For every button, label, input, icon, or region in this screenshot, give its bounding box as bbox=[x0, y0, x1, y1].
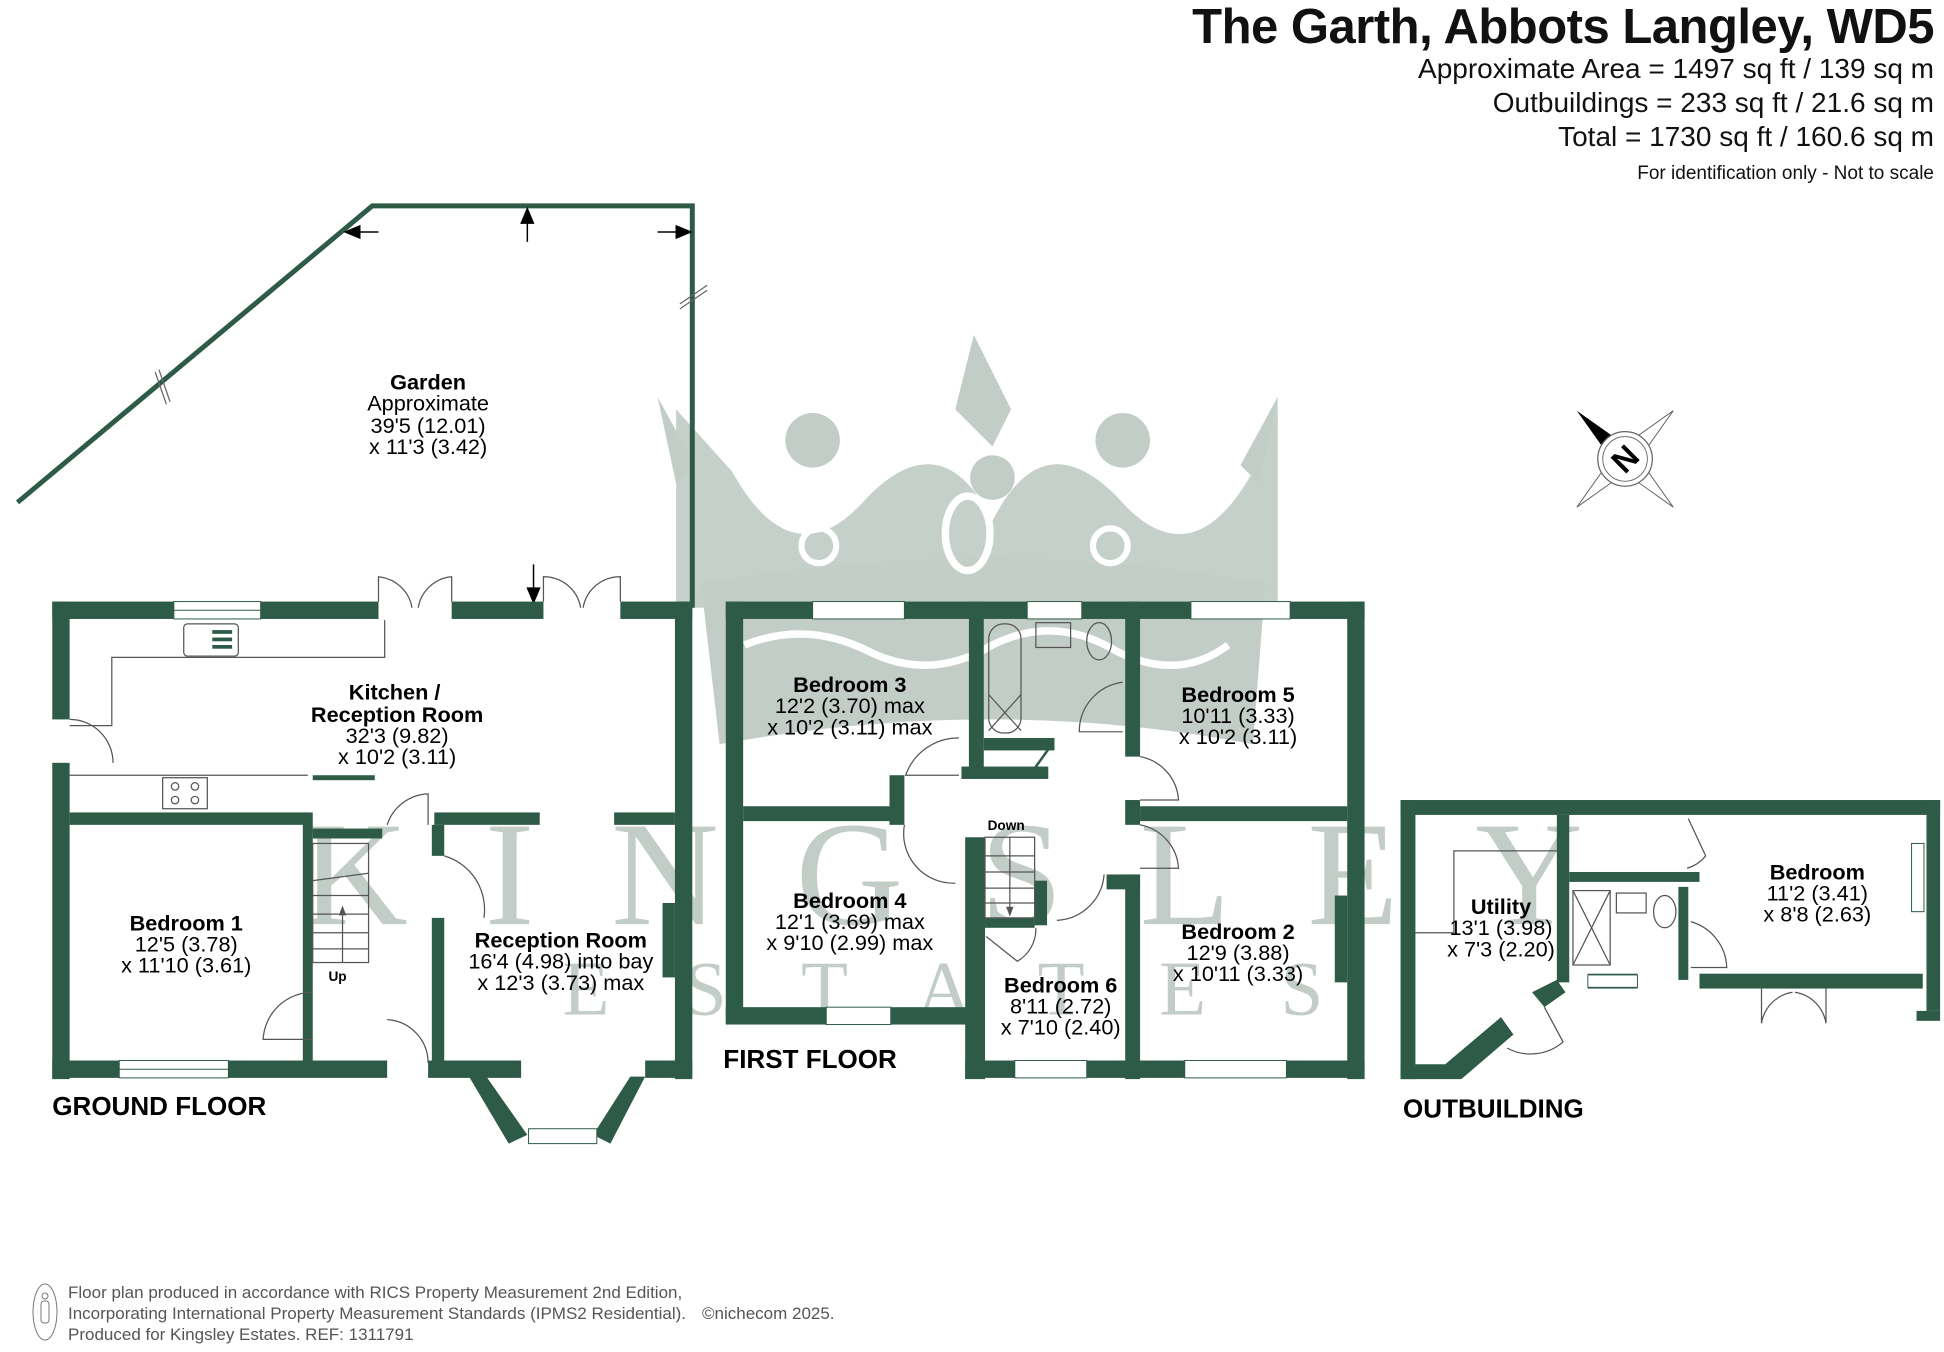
outbuildings-area: Outbuildings = 233 sq ft / 21.6 sq m bbox=[1492, 87, 1934, 118]
stairs-down bbox=[984, 836, 1036, 919]
kitchen-dim2: x 10'2 (3.11) bbox=[338, 744, 456, 769]
footer-copyright: ©nichecom 2025. bbox=[701, 1304, 835, 1323]
ground-floor-fixtures bbox=[69, 576, 621, 1063]
stairs-up-label: Up bbox=[328, 969, 346, 984]
footer-line-3: Produced for Kingsley Estates. REF: 1311… bbox=[68, 1325, 414, 1344]
north-arrow-compass-icon bbox=[1576, 410, 1674, 508]
reception-dim2: x 12'3 (3.73) max bbox=[477, 970, 644, 995]
bedroom2-dim2: x 10'11 (3.33) bbox=[1173, 961, 1303, 986]
reception-dim1: 16'4 (4.98) into bay bbox=[468, 949, 653, 974]
outbuilding-label: OUTBUILDING bbox=[1403, 1094, 1584, 1124]
ipms-person-icon bbox=[32, 1283, 58, 1341]
bedroom5-dim1: 10'11 (3.33) bbox=[1181, 703, 1294, 728]
footer-line-1: Floor plan produced in accordance with R… bbox=[68, 1283, 683, 1302]
bedroom4-name: Bedroom 4 bbox=[793, 888, 906, 913]
ground-floor-label: GROUND FLOOR bbox=[52, 1091, 266, 1121]
bedroom6-dim1: 8'11 (2.72) bbox=[1010, 993, 1111, 1018]
bedroom1-dim1: 12'5 (3.78) bbox=[135, 931, 238, 956]
bedroom4-dim1: 12'1 (3.69) max bbox=[775, 909, 925, 934]
basin-icon bbox=[1035, 622, 1072, 649]
total-area: Total = 1730 sq ft / 160.6 sq m bbox=[1558, 121, 1934, 152]
bedroom3-name: Bedroom 3 bbox=[793, 672, 906, 697]
stairs-down-label: Down bbox=[988, 818, 1025, 833]
kitchen-name-2: Reception Room bbox=[311, 702, 483, 727]
ground-floor-windows bbox=[118, 601, 598, 1145]
first-floor-label: FIRST FLOOR bbox=[723, 1044, 897, 1074]
footer-line-2: Incorporating International Property Mea… bbox=[68, 1304, 686, 1323]
utility-dim2: x 7'3 (2.20) bbox=[1447, 936, 1555, 961]
garden-arrows bbox=[343, 206, 693, 605]
bedroom5-name: Bedroom 5 bbox=[1181, 682, 1294, 707]
kitchen-dim1: 32'3 (9.82) bbox=[346, 723, 449, 748]
garden-dim1: 39'5 (12.01) bbox=[371, 413, 486, 438]
garden-dim2: x 11'3 (3.42) bbox=[369, 434, 487, 459]
property-title: The Garth, Abbots Langley, WD5 bbox=[1192, 0, 1934, 54]
bedroom3-dim1: 12'2 (3.70) max bbox=[775, 693, 925, 718]
reception-name: Reception Room bbox=[475, 928, 647, 953]
garden-note: Approximate bbox=[367, 391, 489, 416]
disclaimer: For identification only - Not to scale bbox=[1637, 163, 1934, 184]
bedroom3-dim2: x 10'2 (3.11) max bbox=[767, 714, 932, 739]
bedroom4-dim2: x 9'10 (2.99) max bbox=[766, 930, 933, 955]
outbuilding-bedroom-dim1: 11'2 (3.41) bbox=[1767, 881, 1868, 906]
hob-icon bbox=[162, 777, 208, 810]
bedroom2-dim1: 12'9 (3.88) bbox=[1187, 940, 1290, 965]
approximate-area: Approximate Area = 1497 sq ft / 139 sq m bbox=[1418, 53, 1934, 84]
sink-icon bbox=[183, 623, 239, 657]
utility-dim1: 13'1 (3.98) bbox=[1450, 915, 1553, 940]
bath-icon bbox=[988, 623, 1022, 734]
first-floor-fixtures bbox=[903, 622, 1180, 963]
bedroom1-dim2: x 11'10 (3.61) bbox=[121, 952, 251, 977]
crown-detail bbox=[743, 492, 1231, 669]
garden-name: Garden bbox=[390, 369, 466, 394]
outbuilding-bedroom-dim2: x 8'8 (2.63) bbox=[1763, 902, 1871, 927]
garden-area bbox=[15, 203, 708, 608]
stairs-up bbox=[312, 842, 370, 964]
kitchen-name-1: Kitchen / bbox=[349, 680, 441, 705]
basin-icon bbox=[1615, 892, 1647, 914]
bedroom2-name: Bedroom 2 bbox=[1181, 919, 1294, 944]
property-header: The Garth, Abbots Langley, WD5 Approxima… bbox=[1192, 0, 1934, 186]
outbuilding-walls bbox=[1400, 800, 1941, 1080]
outbuilding-bedroom-name: Bedroom bbox=[1770, 859, 1865, 884]
outbuilding-fixtures bbox=[1415, 818, 1925, 1055]
toilet-icon bbox=[1086, 622, 1113, 661]
bedroom6-dim2: x 7'10 (2.40) bbox=[1001, 1014, 1121, 1039]
shower-tray-icon bbox=[1572, 889, 1611, 966]
footer: Floor plan produced in accordance with R… bbox=[32, 1282, 835, 1345]
utility-name: Utility bbox=[1471, 894, 1531, 919]
bedroom6-name: Bedroom 6 bbox=[1004, 972, 1117, 997]
toilet-icon bbox=[1652, 894, 1677, 929]
bedroom1-name: Bedroom 1 bbox=[130, 910, 243, 935]
first-floor-windows bbox=[812, 601, 1291, 1079]
bedroom5-dim2: x 10'2 (3.11) bbox=[1179, 724, 1297, 749]
